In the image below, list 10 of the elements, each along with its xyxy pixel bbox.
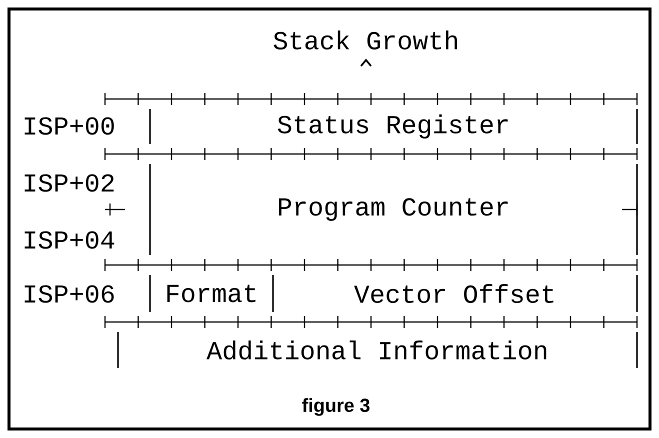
caption: figure 3 [302,398,370,416]
register-field: Vector Offset [354,275,638,312]
title: Stack Growth [274,30,457,50]
address-label: ISP+02 [24,174,114,192]
register-field: Format [149,275,274,312]
address-label: ISP+04 [24,231,114,249]
register-field: Status Register [149,109,638,144]
field-row: Additional Information [117,332,638,368]
address-label: ISP+00 [24,117,114,135]
address-label: ISP+06 [24,285,114,303]
